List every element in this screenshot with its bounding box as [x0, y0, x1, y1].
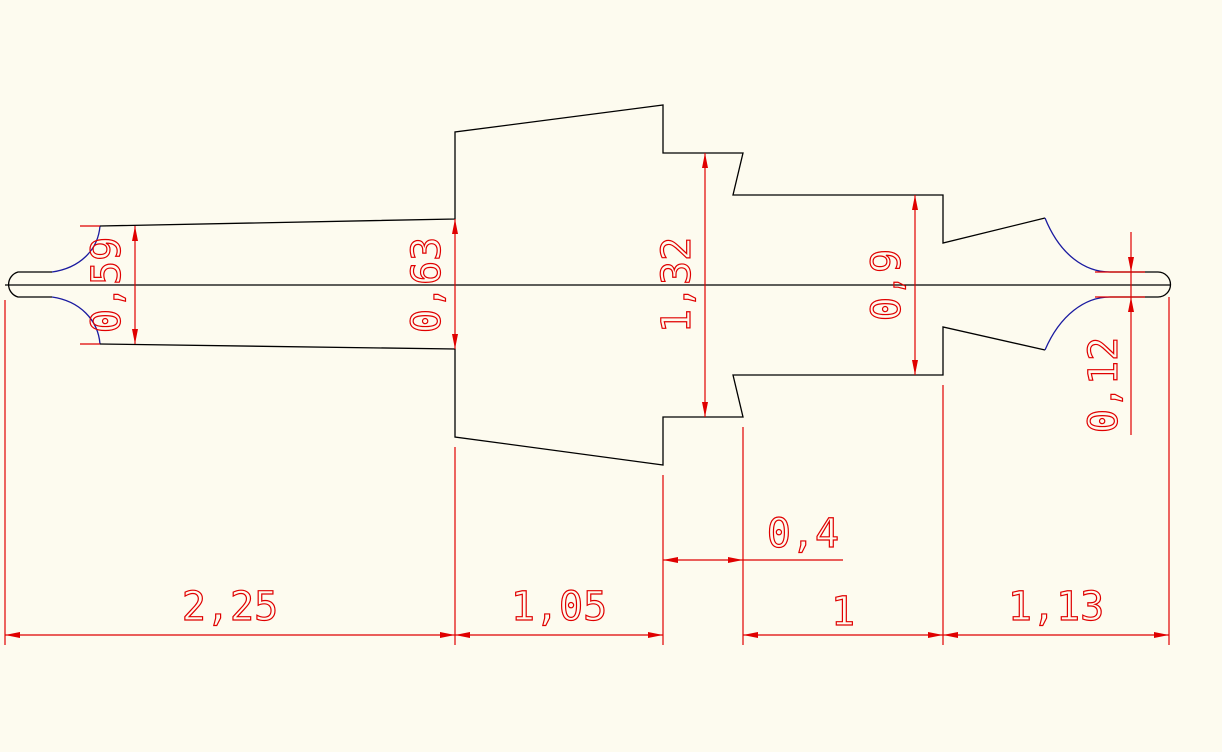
dim-label-0-63: 0,63 — [404, 237, 450, 333]
dim-1-05: 1,05 — [455, 583, 663, 638]
dim-0-9: 0,9 — [863, 195, 918, 375]
dim-label-0-12: 0,12 — [1081, 337, 1127, 433]
dim-label-1-13: 1,13 — [1008, 584, 1104, 630]
dim-label-1: 1 — [831, 589, 855, 635]
dim-1: 1 — [743, 588, 943, 638]
extension-lines — [4, 225, 1170, 645]
dim-label-1-32: 1,32 — [654, 237, 700, 333]
dim-label-1-05: 1,05 — [511, 584, 607, 630]
dim-label-2-25: 2,25 — [182, 584, 278, 630]
dim-0-4: 0,4 — [663, 510, 843, 563]
dim-0-63: 0,63 — [403, 219, 458, 349]
dim-label-0-9: 0,9 — [864, 249, 910, 321]
dim-2-25: 2,25 — [5, 583, 455, 638]
dim-1-32: 1,32 — [653, 153, 708, 417]
dim-label-0-59: 0,59 — [84, 237, 130, 333]
dim-0-12: 0,12 — [1080, 232, 1134, 435]
dim-1-13: 1,13 — [943, 583, 1169, 638]
dim-0-59: 0,59 — [83, 226, 138, 344]
dim-label-0-4: 0,4 — [767, 511, 839, 557]
